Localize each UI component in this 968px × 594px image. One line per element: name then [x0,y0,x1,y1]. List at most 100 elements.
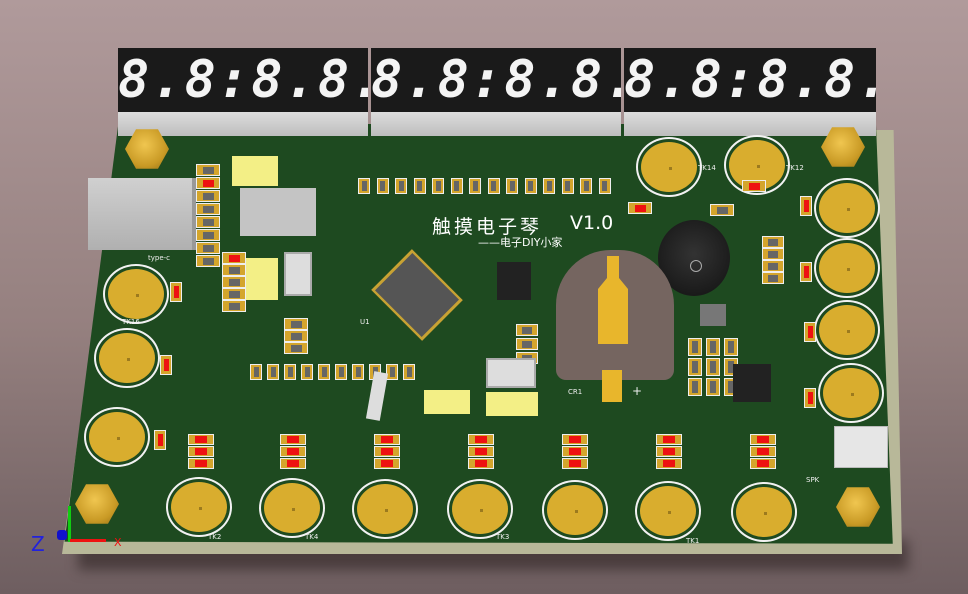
resistor [284,342,308,354]
resistor [762,260,784,272]
touch-pad[interactable] [736,487,792,537]
resistor [762,272,784,284]
capacitor [516,324,538,336]
resistor [395,178,407,194]
inductor [240,188,316,236]
touch-pad[interactable] [547,485,603,535]
buzzer-plus-icon [690,260,702,272]
led [280,434,306,445]
resistor [318,364,330,380]
pad-label: TK2 [208,533,222,541]
board-version: V1.0 [570,212,614,234]
pad-label: TK16 [122,318,140,326]
touch-pad[interactable] [108,269,164,319]
seven-segment-display-1: 8.8:8.8. [118,48,368,112]
resistor [432,178,444,194]
resistor [301,364,313,380]
capacitor-yellow [232,156,278,186]
touch-pad[interactable] [819,305,875,355]
brass-nut [75,484,119,524]
touch-pad[interactable] [89,412,145,462]
resistor [196,216,220,228]
resistor [250,364,262,380]
led [804,388,816,408]
resistor [284,330,308,342]
capacitor [516,338,538,350]
led [656,446,682,457]
battery-plus-label: + [632,384,643,398]
resistor [196,203,220,215]
resistor [450,178,463,194]
resistor [762,248,784,260]
led [170,282,182,302]
x-axis-label: X [114,536,122,549]
seven-segment-display-2: 8.8:8.8. [371,48,621,112]
resistor [196,164,220,176]
resistor [352,364,364,380]
pad-label: TK1 [686,537,700,545]
resistor [688,358,702,376]
led [280,458,306,469]
z-axis-arrow [57,530,67,540]
touch-pad[interactable] [823,368,879,418]
resistor [706,338,720,356]
touch-pad[interactable] [171,482,227,532]
pad-label: TK14 [698,164,716,172]
led [656,458,682,469]
led [804,322,816,342]
y-axis-arrow [68,506,71,542]
resistor [706,358,720,376]
touch-pad[interactable] [641,142,697,192]
resistor [413,178,426,194]
resistor [386,364,398,380]
eeprom-chip [497,262,531,300]
buzzer [658,220,730,296]
touch-pad[interactable] [99,333,155,383]
resistor [222,276,246,288]
led [374,458,400,469]
resistor [284,318,308,330]
touch-pad[interactable] [357,484,413,534]
resistor [358,178,370,194]
led [562,458,588,469]
resistor [196,255,220,267]
resistor [335,364,347,380]
led [468,458,494,469]
reset-switch[interactable] [486,358,536,388]
resistor [561,178,574,194]
tact-switch[interactable] [284,252,312,296]
led [196,177,220,189]
resistor [403,364,415,380]
battery-tab [602,370,622,402]
capacitor-yellow [246,258,278,300]
led [800,196,812,216]
resistor [762,236,784,248]
resistor [469,178,481,194]
led [468,434,494,445]
resistor [543,178,555,194]
led [188,446,214,457]
usb-c-connector [88,178,192,250]
led [374,446,400,457]
speaker-connector [834,426,888,468]
touch-pad[interactable] [819,243,875,293]
touch-pad[interactable] [819,183,875,233]
led [160,355,172,375]
usb-label: type-c [148,254,171,262]
touch-pad[interactable] [452,484,508,534]
display-body-2 [371,110,621,136]
resistor [724,338,738,356]
led [188,458,214,469]
touch-pad[interactable] [264,483,320,533]
led [742,180,766,192]
resistor [267,364,279,380]
led [188,434,214,445]
led [222,252,246,264]
led [628,202,652,214]
led [374,434,400,445]
resistor [196,242,220,254]
resistor [487,178,500,194]
led [468,446,494,457]
touch-pad[interactable] [640,486,696,536]
resistor [196,229,220,241]
